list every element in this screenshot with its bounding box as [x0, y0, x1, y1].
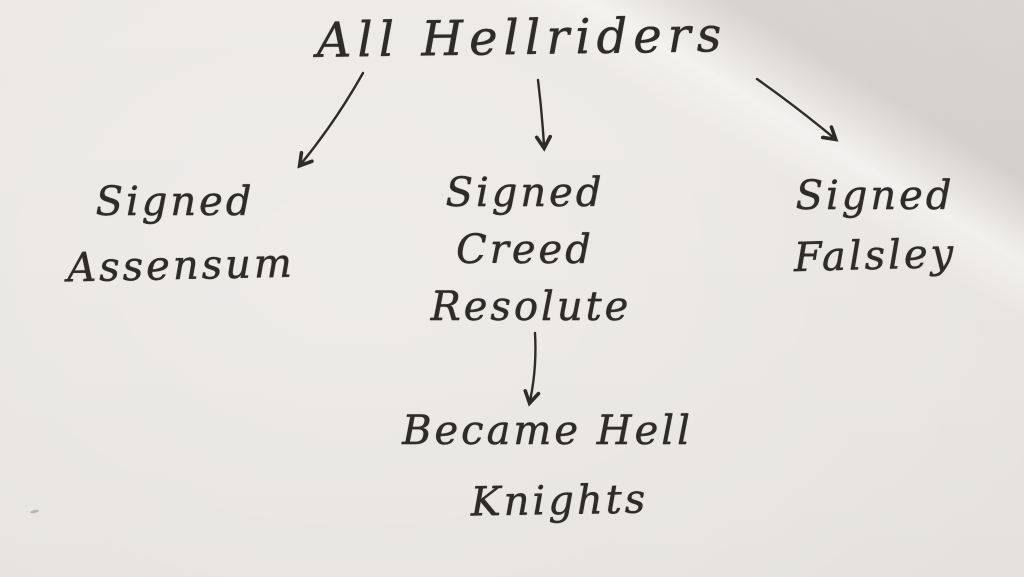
node-line: Falsley: [793, 230, 957, 282]
node-signed-creed-resolute: Signed Creed Resolute: [395, 165, 655, 336]
node-line: Creed: [456, 227, 594, 273]
arrow-root-to-left-icon: [297, 71, 365, 169]
node-line: Signed: [95, 179, 255, 225]
diagram-title: All Hellriders: [316, 7, 728, 69]
node-line: Assensum: [66, 240, 296, 292]
node-line: Resolute: [430, 284, 632, 330]
arrow-root-to-center-icon: [534, 78, 553, 152]
arrow-center-to-bottom-icon: [523, 331, 541, 407]
node-line: Became Hell: [402, 408, 693, 454]
node-signed-assensum: Signed Assensum: [15, 170, 335, 298]
arrow-root-to-right-icon: [755, 77, 839, 142]
node-line: Signed: [445, 170, 605, 216]
node-line: Knights: [470, 476, 649, 526]
node-became-hell-knights: Became Hell Knights: [355, 396, 740, 536]
node-signed-falsley: Signed Falsley: [735, 166, 1015, 286]
node-line: Signed: [795, 173, 955, 219]
